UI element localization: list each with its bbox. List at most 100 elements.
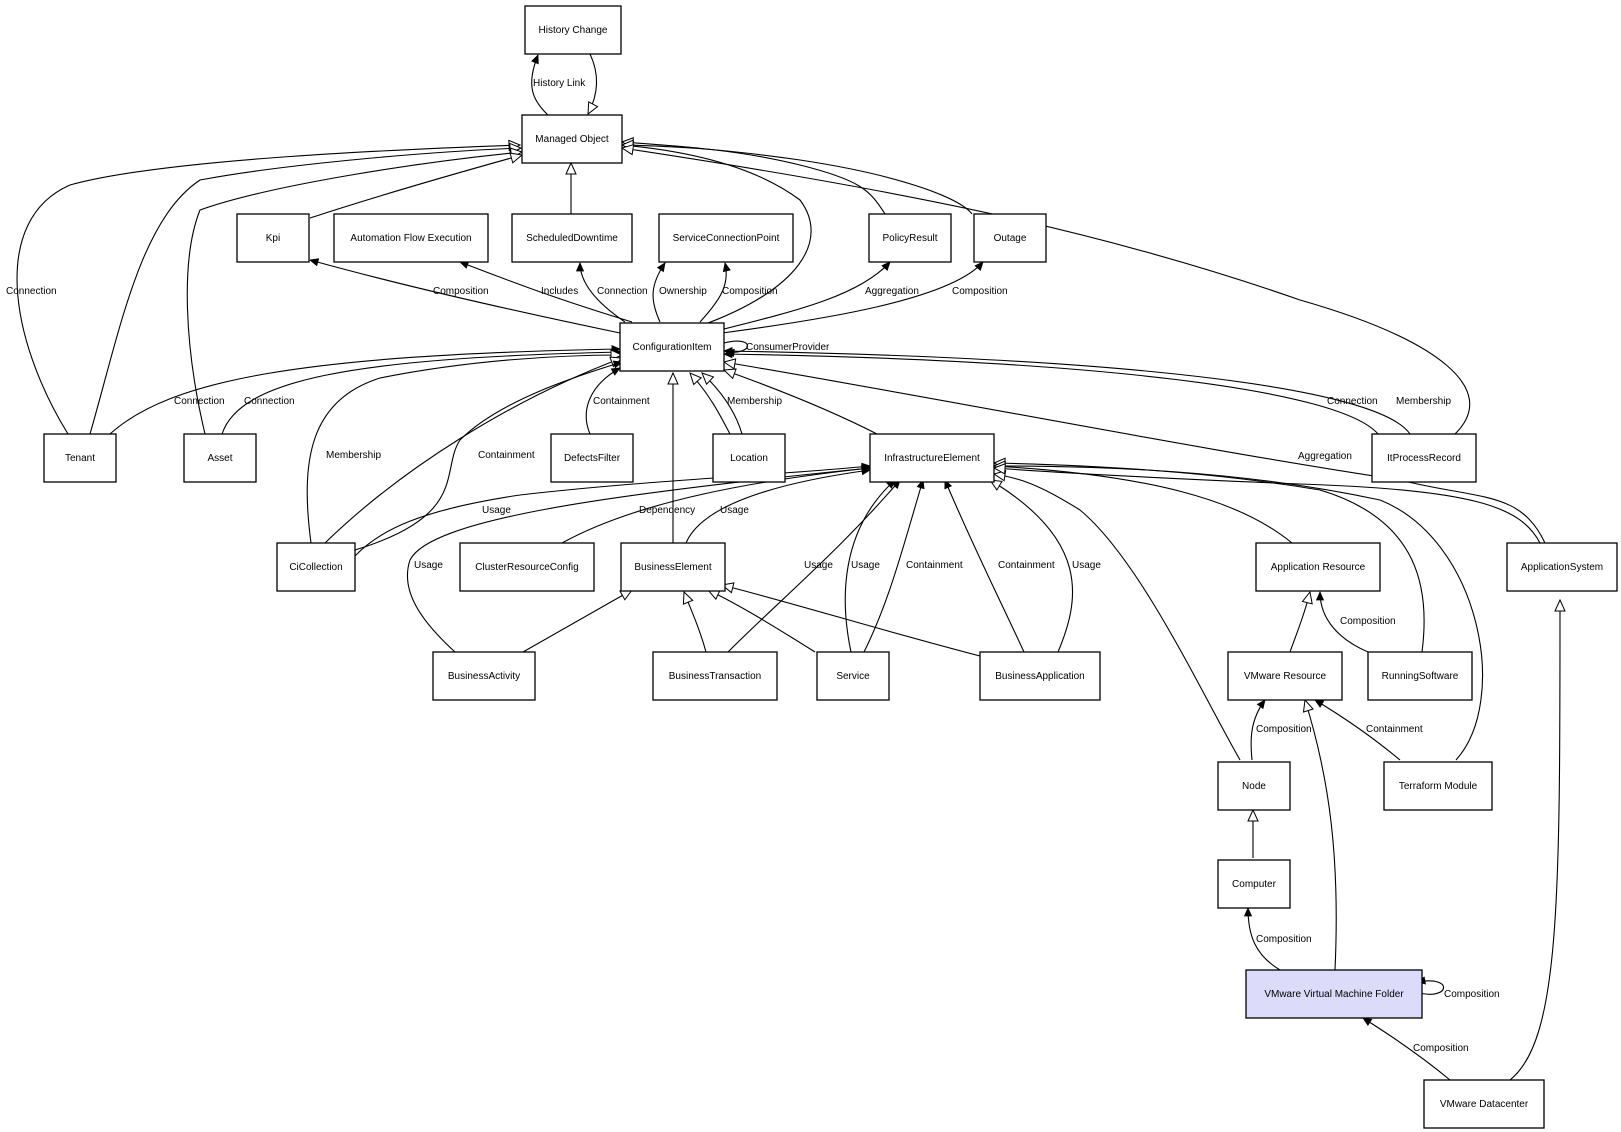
edge-outage-to-managed-object xyxy=(620,139,973,215)
label-ba-ie-usage: Usage xyxy=(414,560,443,571)
node-history-change[interactable]: History Change xyxy=(524,5,622,55)
edge-history-generalization xyxy=(587,53,599,116)
edge-vmwareresource-ar xyxy=(1289,590,1313,653)
edge-folder-self-composition xyxy=(1415,976,1445,995)
edge-location-ci-generalization xyxy=(689,372,731,435)
node-location[interactable]: Location xyxy=(712,433,786,483)
node-ci-collection[interactable]: CiCollection xyxy=(276,542,356,592)
node-tenant[interactable]: Tenant xyxy=(43,433,117,483)
edge-tenant-to-managed-object xyxy=(16,139,522,435)
label-ci-scp-composition: Composition xyxy=(722,286,778,297)
edge-service-ie-containment xyxy=(863,479,925,653)
edge-service-be xyxy=(706,589,816,653)
node-cluster-resource-config[interactable]: ClusterResourceConfig xyxy=(459,542,595,592)
node-service-connection-point[interactable]: ServiceConnectionPoint xyxy=(658,213,794,263)
svg-text:Application Resource: Application Resource xyxy=(1271,562,1366,573)
label-cic-ci-containment: Containment xyxy=(478,450,535,461)
node-business-element[interactable]: BusinessElement xyxy=(620,542,726,592)
svg-text:BusinessApplication: BusinessApplication xyxy=(995,671,1085,682)
edge-ci-to-managed-object xyxy=(620,140,812,327)
node-asset[interactable]: Asset xyxy=(183,433,257,483)
edge-asset-to-managed-object xyxy=(186,147,524,435)
node-managed-object[interactable]: Managed Object xyxy=(521,114,623,164)
edge-itprocessrecord-ci-membership xyxy=(723,347,1411,435)
svg-text:CiCollection: CiCollection xyxy=(289,562,342,573)
edge-businesstransaction-ie-usage xyxy=(727,479,901,653)
svg-text:ApplicationSystem: ApplicationSystem xyxy=(1521,562,1603,573)
label-be-ie-usage: Usage xyxy=(720,505,749,516)
label-ci-self-consumer-provider: ConsumerProvider xyxy=(746,342,830,353)
label-ci-scp-ownership: Ownership xyxy=(659,286,707,297)
label-dc-folder-composition: Composition xyxy=(1413,1043,1469,1054)
node-business-transaction[interactable]: BusinessTransaction xyxy=(652,651,778,701)
edge-businesselement-ie-usage xyxy=(685,467,871,544)
edge-folder-computer-composition xyxy=(1243,907,1281,971)
edge-runningsoftware-ar-composition xyxy=(1315,591,1369,653)
svg-text:DefectsFilter: DefectsFilter xyxy=(564,453,621,464)
edge-tenant-to-managed-object-2 xyxy=(89,142,523,435)
node-defects-filter[interactable]: DefectsFilter xyxy=(550,433,634,483)
edge-kpi-to-managed-object xyxy=(309,152,524,219)
svg-text:PolicyResult: PolicyResult xyxy=(882,233,937,244)
node-business-application[interactable]: BusinessApplication xyxy=(979,651,1101,701)
edge-ci-self-consumer-provider xyxy=(723,340,749,357)
svg-text:InfrastructureElement: InfrastructureElement xyxy=(884,453,980,464)
label-node-vr-composition: Composition xyxy=(1256,724,1312,735)
node-infrastructure-element[interactable]: InfrastructureElement xyxy=(869,433,995,483)
node-vmware-resource[interactable]: VMware Resource xyxy=(1227,651,1343,701)
node-application-system[interactable]: ApplicationSystem xyxy=(1506,542,1618,592)
node-it-process-record[interactable]: ItProcessRecord xyxy=(1371,433,1477,483)
label-bt-ie-usage: Usage xyxy=(804,560,833,571)
edge-businessapplication-ie-containment xyxy=(944,479,1025,653)
label-ci-kpi-composition: Composition xyxy=(433,286,489,297)
node-vmware-datacenter[interactable]: VMware Datacenter xyxy=(1423,1079,1545,1129)
label-crc-ie-dependency: Dependency xyxy=(639,505,695,516)
svg-text:RunningSoftware: RunningSoftware xyxy=(1382,671,1459,682)
svg-text:History Change: History Change xyxy=(539,25,608,36)
node-application-resource[interactable]: Application Resource xyxy=(1255,542,1381,592)
svg-text:ClusterResourceConfig: ClusterResourceConfig xyxy=(475,562,578,573)
label-tm-vr-containment: Containment xyxy=(1366,724,1423,735)
edge-cicollection-ci-membership xyxy=(306,349,624,544)
node-policy-result[interactable]: PolicyResult xyxy=(868,213,952,263)
label-ipr-ci-connection: Connection xyxy=(1327,396,1378,407)
label-bapp-ie-containment: Containment xyxy=(998,560,1055,571)
edge-terraformmodule-ie-generalization xyxy=(992,460,1484,761)
node-vmware-virtual-machine-folder[interactable]: VMware Virtual Machine Folder xyxy=(1245,969,1423,1019)
node-scheduled-downtime[interactable]: ScheduledDowntime xyxy=(511,213,633,263)
svg-text:BusinessElement: BusinessElement xyxy=(634,562,711,573)
edge-folder-vr-generalization xyxy=(1302,698,1337,971)
edge-applicationsystem-ie-generalization xyxy=(992,463,1541,544)
node-running-software[interactable]: RunningSoftware xyxy=(1367,651,1473,701)
label-asset-ci-connection: Connection xyxy=(244,396,295,407)
node-configuration-item[interactable]: ConfigurationItem xyxy=(619,322,725,372)
label-folder-self-composition: Composition xyxy=(1444,989,1500,1000)
edge-businessapplication-ie-usage xyxy=(988,479,1074,653)
label-ci-afe-includes: Includes xyxy=(541,286,578,297)
node-computer[interactable]: Computer xyxy=(1217,859,1291,909)
edge-infrastructure-ci-generalization xyxy=(722,368,878,435)
svg-text:Location: Location xyxy=(730,453,768,464)
node-node[interactable]: Node xyxy=(1217,761,1291,811)
svg-text:BusinessActivity: BusinessActivity xyxy=(448,671,520,682)
node-outage[interactable]: Outage xyxy=(973,213,1047,263)
svg-text:ItProcessRecord: ItProcessRecord xyxy=(1387,453,1461,464)
node-kpi[interactable]: Kpi xyxy=(236,213,310,263)
svg-text:VMware Datacenter: VMware Datacenter xyxy=(1440,1099,1529,1110)
label-ci-pr-aggregation: Aggregation xyxy=(865,286,919,297)
edge-ci-scp-composition xyxy=(699,262,731,323)
edge-businessapplication-be xyxy=(720,582,981,657)
edge-businessactivity-ie-usage xyxy=(406,464,871,653)
edge-defectsfilter-ci-containment xyxy=(585,367,621,435)
svg-text:BusinessTransaction: BusinessTransaction xyxy=(669,671,761,682)
node-automation-flow-execution[interactable]: Automation Flow Execution xyxy=(333,213,489,263)
svg-text:Node: Node xyxy=(1242,781,1266,792)
edge-itprocessrecord-to-managed-object xyxy=(620,144,1471,435)
label-as-ci-aggregation: Aggregation xyxy=(1298,451,1352,462)
node-service[interactable]: Service xyxy=(816,651,890,701)
node-business-activity[interactable]: BusinessActivity xyxy=(432,651,536,701)
node-terraform-module[interactable]: Terraform Module xyxy=(1383,761,1493,811)
svg-text:Managed Object: Managed Object xyxy=(535,134,609,145)
label-svc-ie-containment: Containment xyxy=(906,560,963,571)
label-cic-ie-usage: Usage xyxy=(482,505,511,516)
